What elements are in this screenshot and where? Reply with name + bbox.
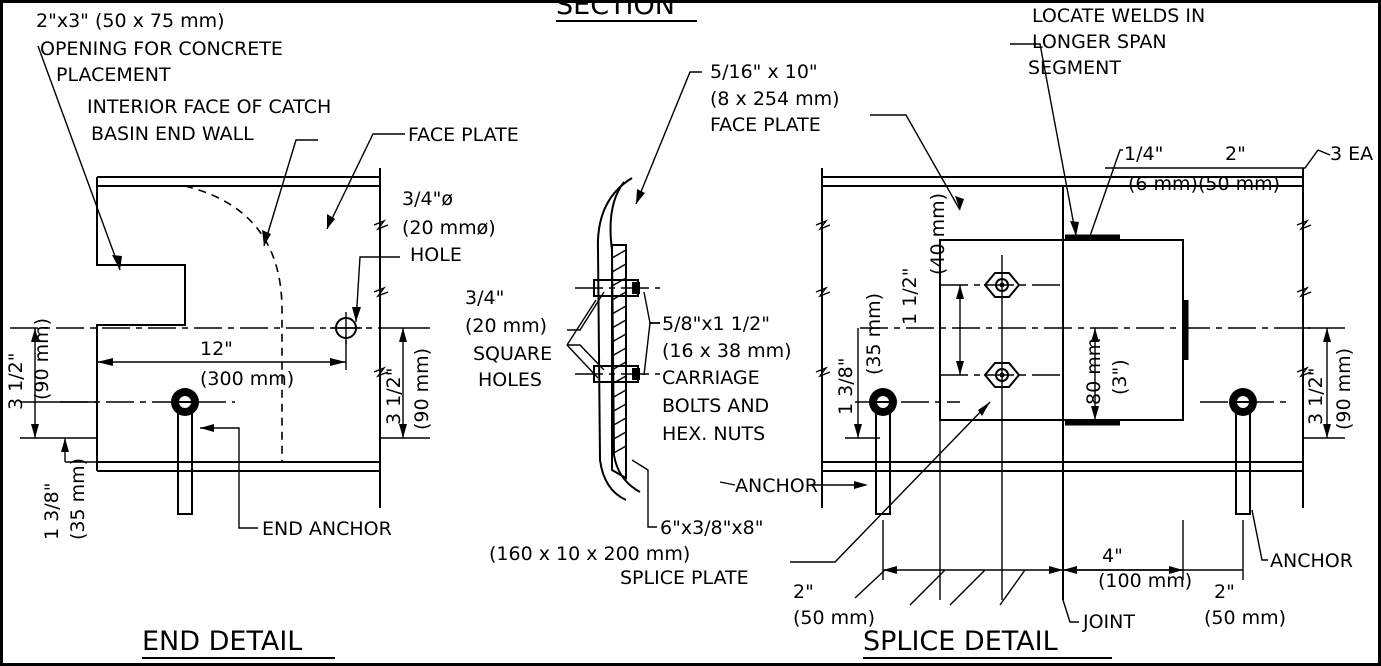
svg-text:(16 x 38 mm): (16 x 38 mm) [662,340,792,362]
svg-text:(35 mm): (35 mm) [863,293,885,375]
svg-text:(8 x 254 mm): (8 x 254 mm) [710,88,840,110]
svg-text:3 1/2": 3 1/2" [1305,368,1327,425]
svg-text:HOLES: HOLES [478,369,542,391]
svg-text:HEX. NUTS: HEX. NUTS [662,423,765,445]
svg-text:3 EA: 3 EA [1330,143,1373,165]
svg-text:(90 mm): (90 mm) [31,318,53,400]
svg-text:END ANCHOR: END ANCHOR [262,518,392,540]
svg-text:(50 mm): (50 mm) [793,607,875,629]
svg-text:(6 mm)(50 mm): (6 mm)(50 mm) [1128,173,1280,195]
svg-text:LOCATE WELDS IN: LOCATE WELDS IN [1032,5,1205,27]
svg-text:PLACEMENT: PLACEMENT [56,64,171,86]
svg-text:(40 mm): (40 mm) [927,193,949,275]
svg-text:JOINT: JOINT [1082,611,1135,633]
splice-detail-title: SPLICE DETAIL [863,626,1058,657]
svg-text:6"x3/8"x8": 6"x3/8"x8" [660,517,763,539]
end-detail-title: END DETAIL [142,626,302,657]
svg-text:1/4": 1/4" [1124,143,1163,165]
svg-text:(20 mmø): (20 mmø) [402,217,496,239]
splice-plate [939,239,1184,421]
svg-text:1 3/8": 1 3/8" [41,483,63,540]
svg-text:CARRIAGE: CARRIAGE [662,367,760,389]
svg-text:12": 12" [200,338,233,360]
section-view: 5/16" x 10" (8 x 254 mm) FACE PLATE 3/4"… [465,61,868,589]
svg-text:FACE PLATE: FACE PLATE [710,114,821,136]
svg-text:(90 mm): (90 mm) [1333,348,1355,430]
svg-text:(100 mm): (100 mm) [1098,570,1192,592]
svg-text:2": 2" [793,581,814,603]
svg-text:(3"): (3") [1109,359,1131,395]
svg-text:(300 mm): (300 mm) [200,368,294,390]
svg-text:(20 mm): (20 mm) [465,315,547,337]
svg-text:(50 mm): (50 mm) [1204,607,1286,629]
section-title: SECTION [556,0,675,21]
svg-text:3 1/2": 3 1/2" [383,368,405,425]
svg-text:FACE PLATE: FACE PLATE [408,124,519,146]
svg-text:5/8"x1 1/2": 5/8"x1 1/2" [662,313,770,335]
end-detail: 2"x3" (50 x 75 mm) OPENING FOR CONCRETE … [5,10,519,659]
svg-text:1 3/8": 1 3/8" [835,358,857,415]
svg-text:BASIN END WALL: BASIN END WALL [91,123,254,145]
svg-text:(35 mm): (35 mm) [67,458,89,540]
svg-text:80 mm: 80 mm [1083,338,1105,405]
svg-text:2": 2" [1214,581,1235,603]
svg-text:2": 2" [1225,143,1246,165]
svg-text:ANCHOR: ANCHOR [1270,550,1353,572]
svg-text:3/4"ø: 3/4"ø [402,188,453,210]
svg-text:(90 mm): (90 mm) [411,348,433,430]
svg-text:ANCHOR: ANCHOR [735,475,818,497]
svg-text:SPLICE PLATE: SPLICE PLATE [620,567,749,589]
svg-text:4": 4" [1102,545,1123,567]
svg-text:HOLE: HOLE [410,244,462,266]
svg-text:2"x3" (50 x 75 mm): 2"x3" (50 x 75 mm) [36,10,225,32]
svg-text:LONGER SPAN: LONGER SPAN [1032,31,1167,53]
svg-text:BOLTS AND: BOLTS AND [662,395,769,417]
svg-text:SQUARE: SQUARE [473,343,552,365]
svg-text:3 1/2": 3 1/2" [5,353,27,410]
svg-text:5/16" x 10": 5/16" x 10" [710,61,818,83]
svg-text:3/4": 3/4" [465,287,504,309]
splice-detail: LOCATE WELDS IN LONGER SPAN SEGMENT 1/4"… [790,5,1373,659]
svg-text:INTERIOR FACE OF CATCH: INTERIOR FACE OF CATCH [87,96,331,118]
svg-text:SEGMENT: SEGMENT [1028,57,1121,79]
svg-text:1 1/2": 1 1/2" [899,268,921,325]
svg-text:OPENING FOR CONCRETE: OPENING FOR CONCRETE [40,38,283,60]
svg-text:(160 x 10 x 200 mm): (160 x 10 x 200 mm) [489,543,690,565]
